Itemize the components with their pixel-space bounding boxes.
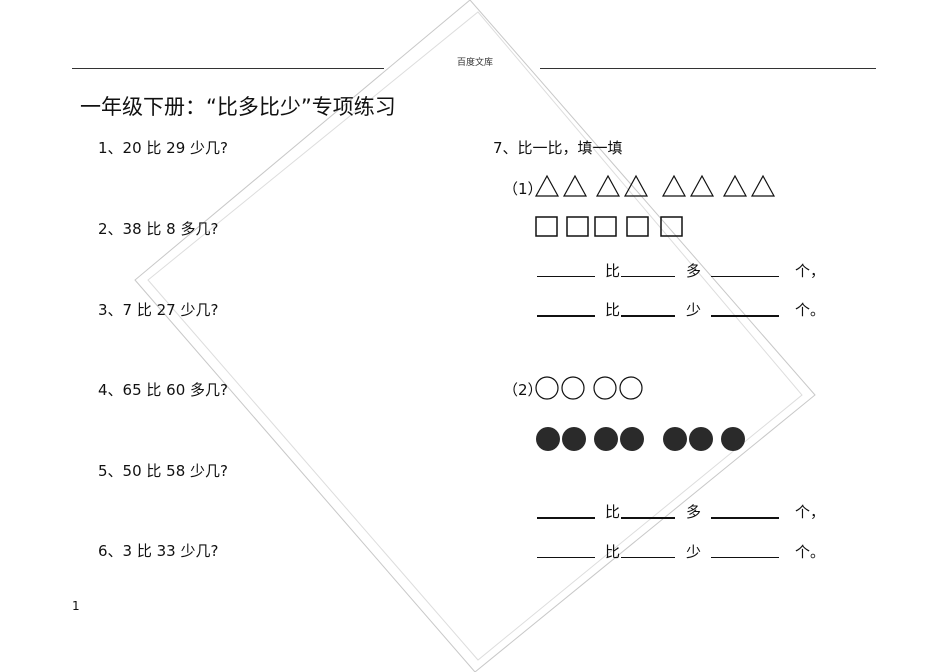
question-1: 1、20 比 29 少几? [98,139,228,157]
hollow-circle-shape [535,376,559,400]
word-fewer: 少 [686,543,702,561]
square-shape [660,216,683,237]
filled-circle-shape [536,427,560,451]
triangle-shape [595,174,621,197]
triangle-row [534,174,776,197]
worksheet-title: 一年级下册：“比多比少”专项练习 [80,95,396,119]
triangle-shape [661,174,687,197]
header-rule-right [540,68,876,69]
hollow-circle-shape [561,376,585,400]
filled-circle-shape [663,427,687,451]
word-bi: 比 [605,503,621,521]
triangle-shape [562,174,588,197]
filled-circle-shape [620,427,644,451]
word-unit: 个， [795,262,826,280]
word-unit: 个， [795,503,826,521]
square-shape [535,216,558,237]
page-number: 1 [72,599,80,613]
question-5: 5、50 比 58 少几? [98,462,228,480]
triangle-shape [689,174,715,197]
triangle-shape [722,174,748,197]
filled-circle-shape [594,427,618,451]
answer-blank[interactable] [621,276,675,277]
question-3: 3、7 比 27 少几? [98,301,219,319]
question-7-title: 7、比一比，填一填 [493,139,623,157]
square-shape [626,216,649,237]
header-source: 百度文库 [456,58,493,68]
part-1-label: （1） [503,180,543,198]
answer-blank[interactable] [711,517,779,519]
answer-blank[interactable] [711,276,779,277]
filled-circle-shape [562,427,586,451]
hollow-circle-row [535,376,643,400]
square-shape [566,216,589,237]
hollow-circle-shape [593,376,617,400]
filled-circle-row [536,427,745,451]
question-2: 2、38 比 8 多几? [98,220,219,238]
answer-blank[interactable] [537,557,595,558]
word-bi: 比 [605,543,621,561]
question-4: 4、65 比 60 多几? [98,381,228,399]
question-6: 6、3 比 33 少几? [98,542,219,560]
header-rule-left [72,68,384,69]
word-unit: 个。 [795,543,826,561]
triangle-shape [534,174,560,197]
filled-circle-shape [689,427,713,451]
square-row [535,216,683,237]
answer-blank[interactable] [711,315,779,317]
square-shape [594,216,617,237]
answer-blank[interactable] [537,276,595,277]
hollow-circle-shape [619,376,643,400]
answer-blank[interactable] [621,517,675,519]
triangle-shape [623,174,649,197]
answer-blank[interactable] [537,315,595,317]
answer-blank[interactable] [711,557,779,558]
word-bi: 比 [605,262,621,280]
answer-blank[interactable] [621,557,675,558]
word-bi: 比 [605,301,621,319]
word-more: 多 [686,262,702,280]
part-2-label: （2） [503,381,543,399]
word-unit: 个。 [795,301,826,319]
answer-blank[interactable] [537,517,595,519]
triangle-shape [750,174,776,197]
word-fewer: 少 [686,301,702,319]
answer-blank[interactable] [621,315,675,317]
word-more: 多 [686,503,702,521]
filled-circle-shape [721,427,745,451]
